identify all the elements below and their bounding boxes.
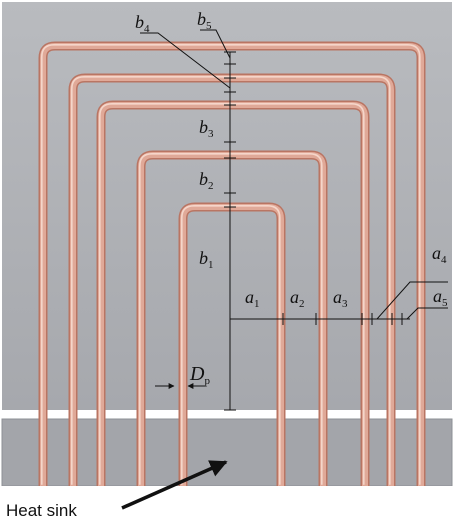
callout-arrow — [121, 460, 228, 510]
label-a5: a5 — [433, 286, 448, 309]
label-b4: b4 — [135, 12, 150, 35]
heat-sink-callout: Heat sink — [6, 460, 228, 520]
label-b3: b3 — [199, 117, 214, 140]
label-b2: b2 — [199, 169, 214, 192]
heat-pipe-4-highlight — [70, 75, 391, 485]
label-a3: a3 — [333, 287, 348, 310]
dimension-lines — [140, 29, 448, 411]
label-b1: b1 — [199, 248, 214, 271]
b-ticks — [224, 51, 236, 411]
a4-leader — [376, 281, 448, 320]
heat-pipe-1-highlight — [180, 204, 281, 485]
label-a1: a1 — [245, 287, 260, 310]
label-b5: b5 — [197, 9, 212, 32]
heat-pipe-2-body — [138, 152, 326, 486]
separator-band — [2, 410, 452, 419]
b4-leader — [140, 32, 231, 89]
b5-leader — [200, 29, 231, 59]
heat-pipe-5-body — [40, 43, 424, 486]
a5-leader — [406, 307, 448, 320]
heat-pipe-5-highlight — [40, 43, 421, 485]
bottom-margin — [0, 486, 454, 524]
label-a4: a4 — [432, 243, 447, 266]
dimension-labels: b4 b5 b3 b2 b1 a1 a2 a3 a4 a5 Dp — [135, 9, 448, 387]
heat-sink-label: Heat sink — [6, 501, 77, 520]
heat-pipe-3-highlight — [98, 102, 365, 485]
heat-pipe-2-highlight — [138, 152, 323, 485]
heat-pipe-5 — [38, 41, 426, 486]
heat-pipe-2 — [136, 150, 328, 486]
a-ticks — [229, 313, 403, 325]
label-a2: a2 — [290, 287, 305, 310]
label-dp: Dp — [189, 363, 210, 387]
